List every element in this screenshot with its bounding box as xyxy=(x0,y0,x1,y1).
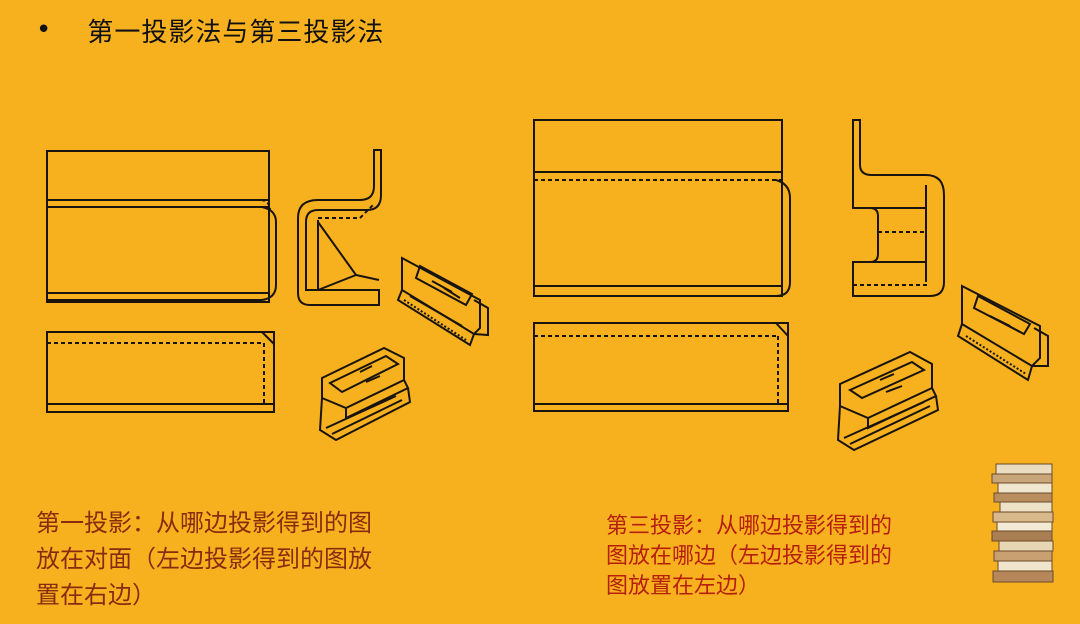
first-angle-iso-piece-2 xyxy=(318,346,412,442)
third-angle-views xyxy=(533,119,1049,452)
slide-title: 第一投影法与第三投影法 xyxy=(87,17,385,48)
first-angle-views xyxy=(46,149,489,442)
third-angle-top-view xyxy=(533,322,789,412)
first-angle-top-view xyxy=(46,331,275,413)
third-angle-caption: 第三投影：从哪边投影得到的 图放在哪边（左边投影得到的 图放置在左边） xyxy=(606,514,893,599)
third-angle-side-view xyxy=(852,119,945,297)
third-angle-iso-piece-2 xyxy=(836,350,940,452)
first-angle-iso-piece-1 xyxy=(396,256,489,347)
third-angle-front-view xyxy=(533,119,791,297)
third-angle-iso-piece-1 xyxy=(956,284,1049,382)
first-angle-side-view xyxy=(297,149,382,306)
book-stack-icon xyxy=(991,463,1054,583)
first-angle-caption: 第一投影：从哪边投影得到的图 放在对面（左边投影得到的图放 置在右边） xyxy=(36,509,372,609)
bullet-icon: • xyxy=(36,15,52,45)
title-row: • 第一投影法与第三投影法 xyxy=(36,10,384,50)
first-angle-front-view xyxy=(46,150,277,303)
